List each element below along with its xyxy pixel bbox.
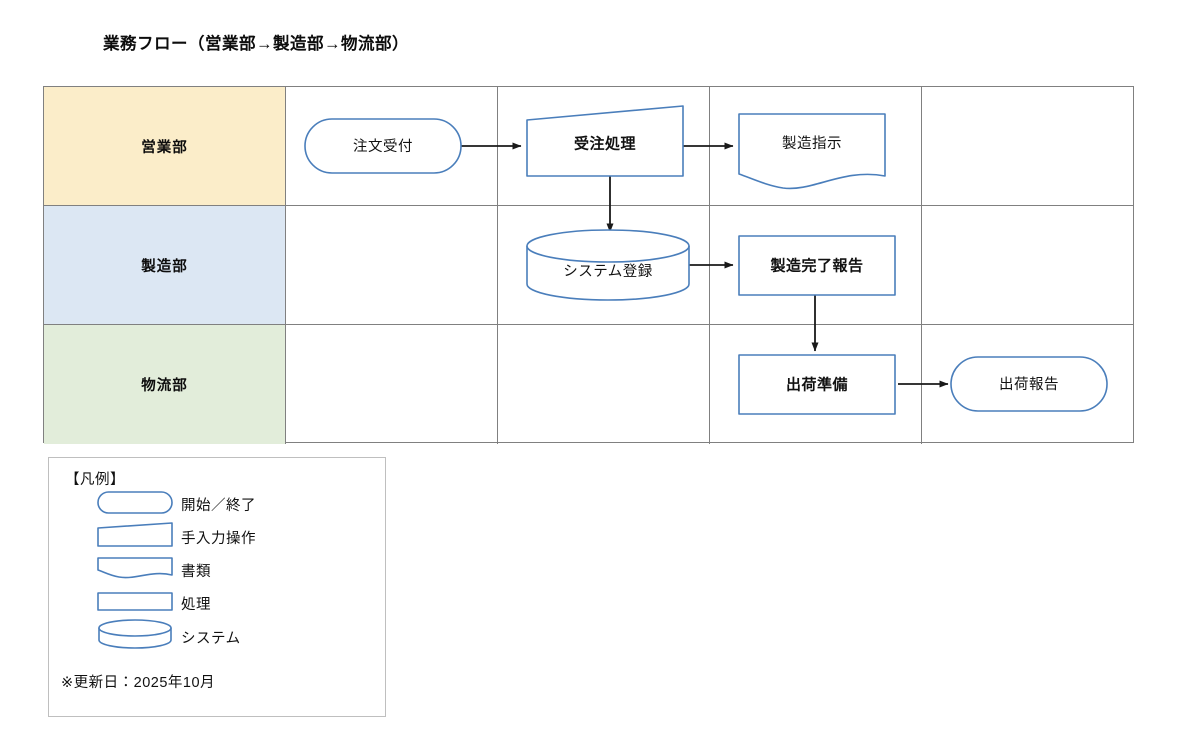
lane-cells-sales (286, 87, 1133, 205)
legend-label-cylinder: システム (181, 631, 241, 647)
swimlane-table: 営業部 製造部 物流部 (43, 86, 1134, 444)
lane-header-manufacturing: 製造部 (44, 206, 286, 324)
legend-label-terminator: 開始／終了 (181, 498, 256, 514)
legend-label-manual-input: 手入力操作 (181, 531, 256, 547)
lane-cell-logistics-3 (922, 325, 1134, 444)
lane-cells-manufacturing (286, 206, 1133, 324)
lane-label-sales: 営業部 (141, 139, 188, 156)
lane-label-logistics: 物流部 (141, 378, 188, 394)
lane-cell-manufacturing-3 (922, 206, 1134, 324)
document-shape-icon (97, 554, 173, 582)
page-title: 業務フロー（営業部→製造部→物流部） (103, 35, 409, 53)
legend-label-process: 処理 (181, 597, 211, 613)
lane-cells-logistics (286, 325, 1133, 444)
lane-cell-manufacturing-1 (498, 206, 710, 324)
legend-title: 【凡例】 (65, 472, 125, 488)
lane-header-sales: 営業部 (44, 87, 286, 205)
lane-label-manufacturing: 製造部 (141, 258, 188, 275)
legend-update-note: ※更新日：2025年10月 (61, 675, 216, 691)
lane-cell-sales-0 (286, 87, 498, 205)
process-shape-icon (97, 587, 173, 615)
lane-cell-sales-2 (710, 87, 922, 205)
lane-header-logistics: 物流部 (44, 325, 286, 444)
swimlane-row-logistics: 物流部 (44, 325, 1133, 444)
legend-label-document: 書類 (181, 564, 211, 580)
terminator-shape-icon (97, 488, 173, 516)
lane-cell-logistics-2 (710, 325, 922, 444)
lane-cell-logistics-1 (498, 325, 710, 444)
swimlane-row-sales: 営業部 (44, 87, 1133, 206)
legend-box: 【凡例】 開始／終了 手入力操作 (48, 457, 386, 717)
lane-cell-sales-1 (498, 87, 710, 205)
manual-input-shape-icon (97, 521, 173, 549)
lane-cell-logistics-0 (286, 325, 498, 444)
lane-cell-sales-3 (922, 87, 1134, 205)
lane-cell-manufacturing-2 (710, 206, 922, 324)
cylinder-shape-icon (97, 618, 173, 649)
lane-cell-manufacturing-0 (286, 206, 498, 324)
swimlane-row-manufacturing: 製造部 (44, 206, 1133, 325)
